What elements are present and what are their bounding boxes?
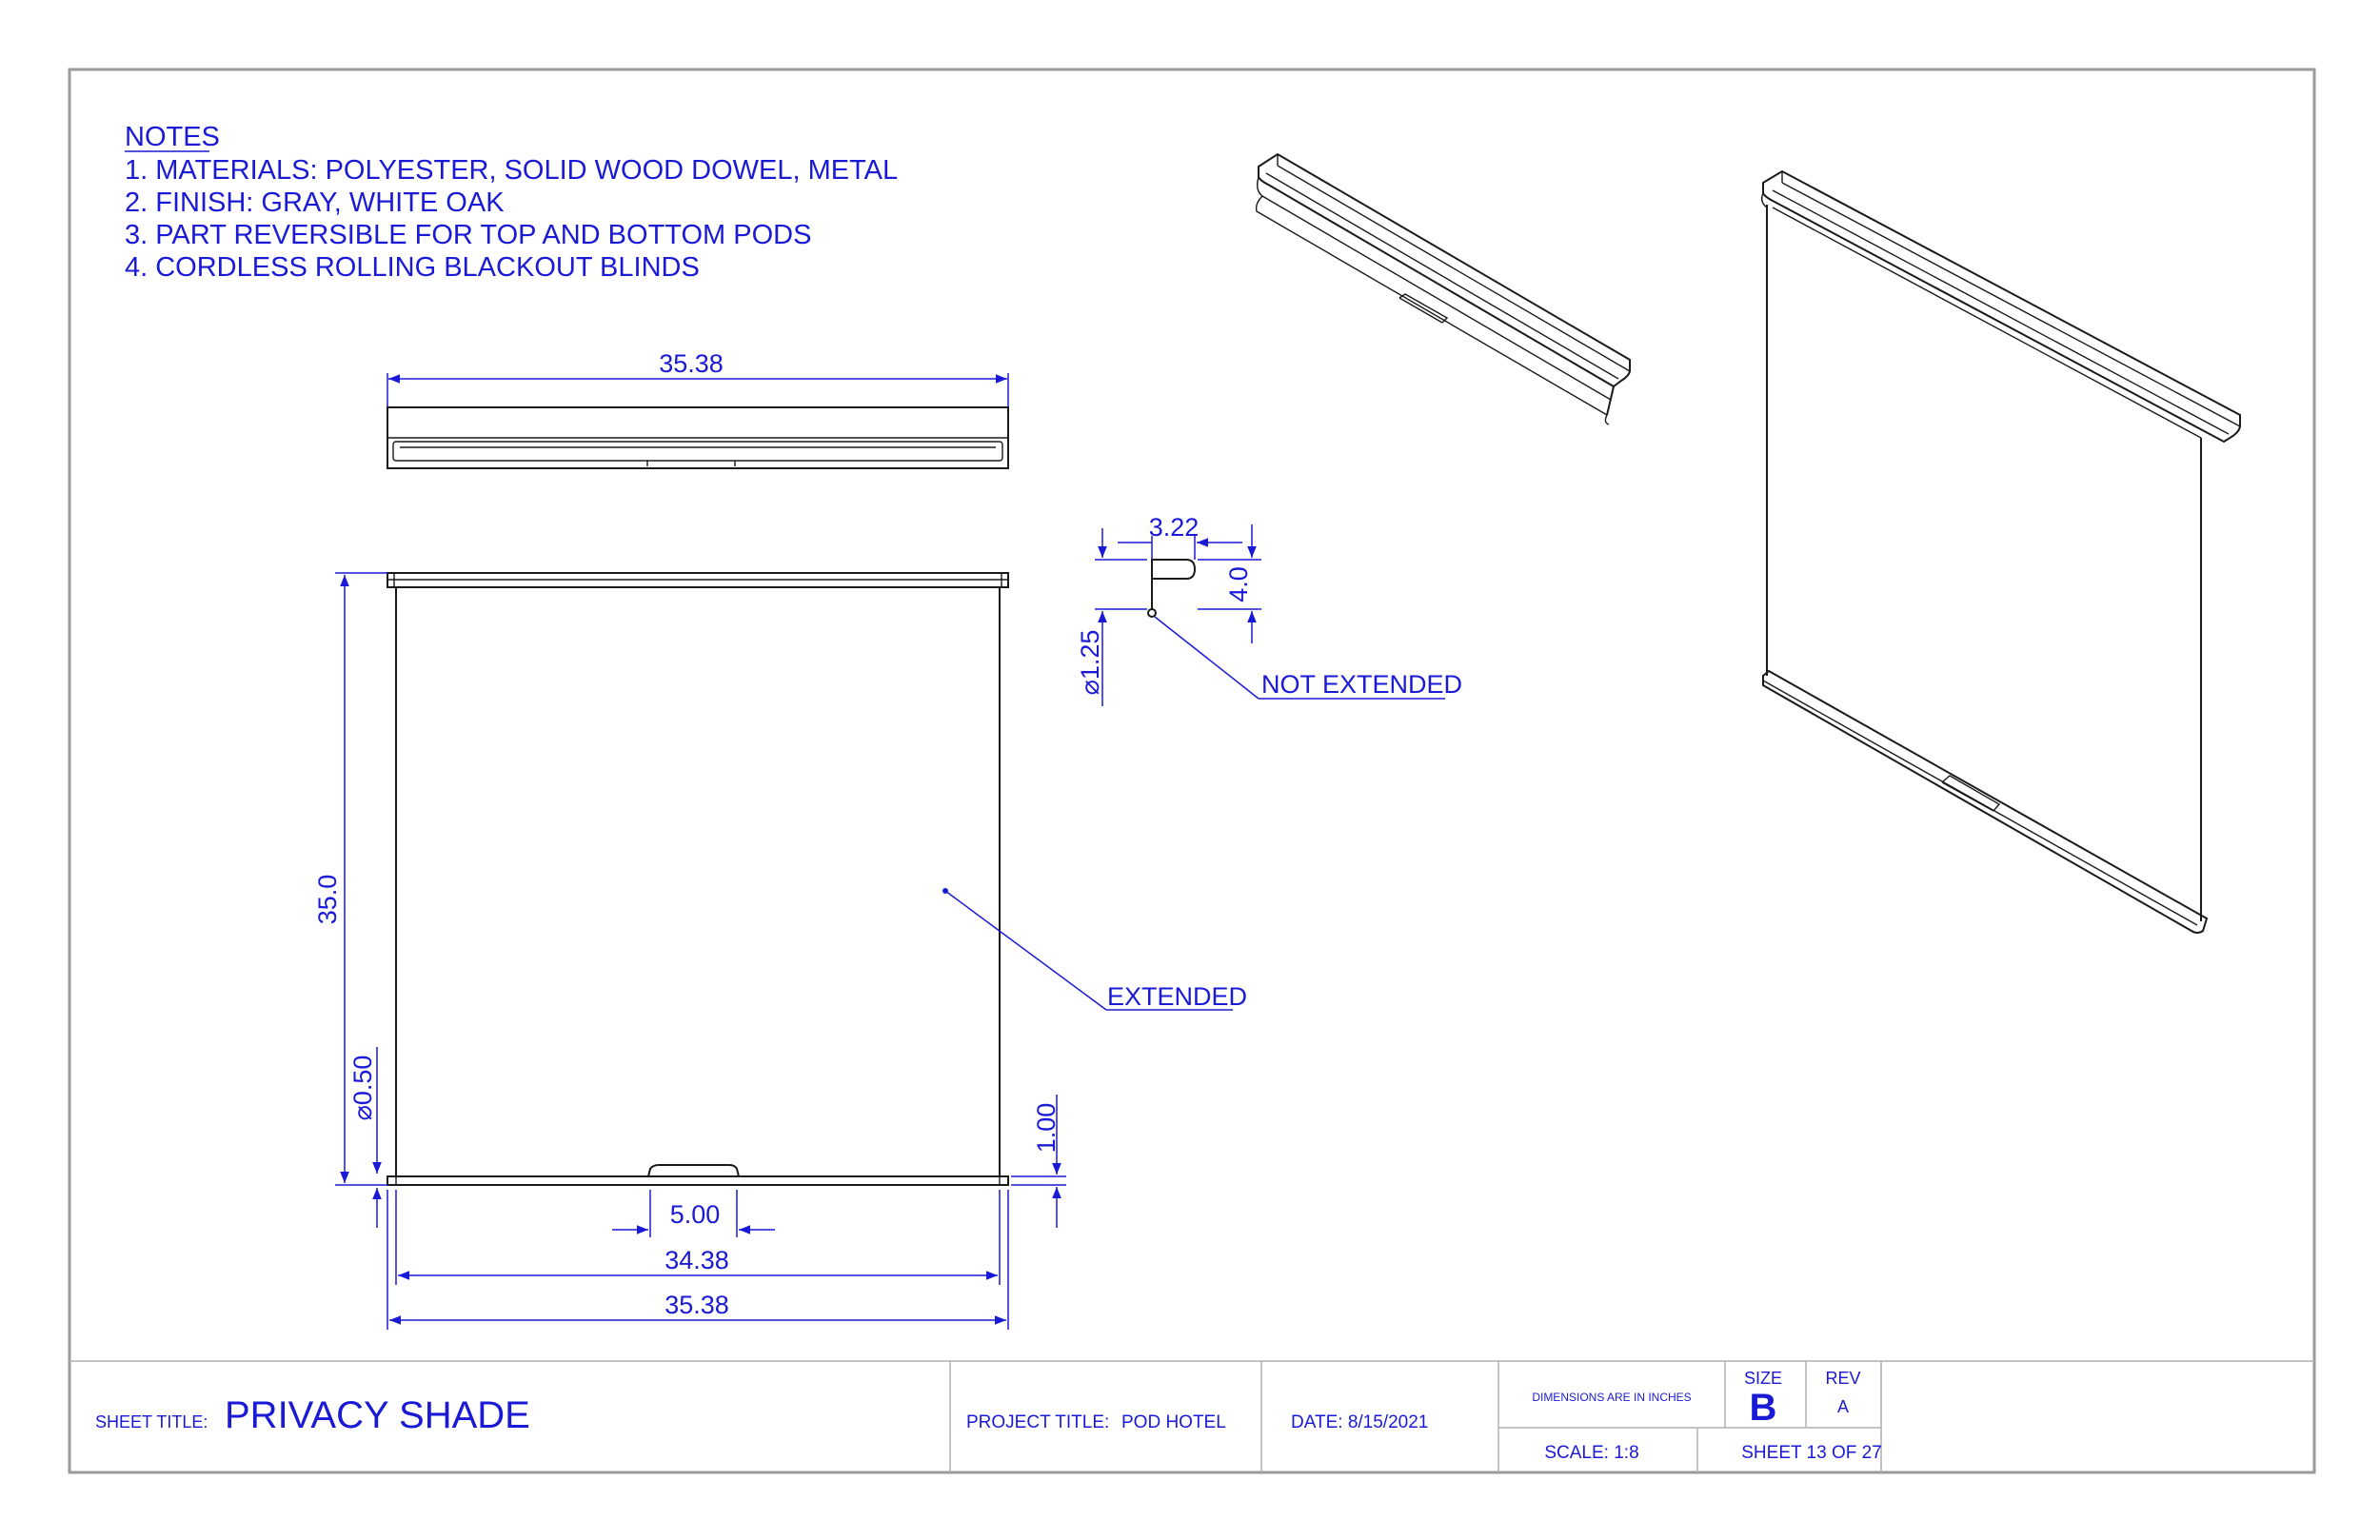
iso-extended-handle [1941, 775, 2001, 812]
note-item: 3. PART REVERSIBLE FOR TOP AND BOTTOM PO… [125, 220, 811, 250]
height-label: 35.0 [313, 875, 342, 925]
sheet-title: PRIVACY SHADE [225, 1394, 530, 1436]
iso-retracted-handle [1398, 293, 1449, 324]
iso-view-extended [1760, 169, 2241, 934]
notes-heading: NOTES [125, 122, 220, 152]
sheet-border [68, 68, 2316, 1474]
sheet-title-label: SHEET TITLE: [95, 1412, 208, 1431]
top-view: 35.38 [387, 349, 1009, 469]
inner-width-label: 34.38 [664, 1246, 729, 1274]
notes-block: NOTES 1. MATERIALS: POLYESTER, SOLID WOO… [125, 122, 898, 283]
iso-bottom-dowel [1762, 669, 2209, 934]
note-item: 4. CORDLESS ROLLING BLACKOUT BLINDS [125, 252, 700, 283]
bottom-offset-label: 1.00 [1032, 1103, 1061, 1154]
scale-value: SCALE: 1:8 [1544, 1443, 1638, 1463]
detail-height-label: 4.0 [1224, 566, 1253, 602]
units-note: DIMENSIONS ARE IN INCHES [1532, 1391, 1691, 1404]
title-block: SHEET TITLE: PRIVACY SHADE PROJECT TITLE… [69, 1360, 2314, 1472]
bottom-dowel [387, 1175, 1009, 1186]
note-item: 2. FINISH: GRAY, WHITE OAK [125, 188, 505, 218]
project-title: POD HOTEL [1121, 1412, 1226, 1432]
rev-label: REV [1825, 1369, 1860, 1388]
sheet-number: SHEET 13 OF 27 [1741, 1443, 1882, 1463]
outer-width-label: 35.38 [664, 1291, 729, 1319]
rev-value: A [1837, 1397, 1849, 1416]
detail-profile [1151, 559, 1197, 580]
not-extended-callout: NOT EXTENDED [1261, 670, 1462, 699]
detail-diameter-label: ⌀1.25 [1076, 630, 1104, 696]
dowel-diameter-label: ⌀0.50 [348, 1056, 377, 1121]
drawing-date: DATE: 8/15/2021 [1291, 1412, 1428, 1432]
top-width-label: 35.38 [659, 349, 724, 378]
detail-width-label: 3.22 [1149, 513, 1200, 542]
handle-width-label: 5.00 [670, 1200, 721, 1229]
note-item: 1. MATERIALS: POLYESTER, SOLID WOOD DOWE… [125, 155, 898, 186]
iso-retracted-housing [1258, 152, 1631, 388]
extended-callout: EXTENDED [1107, 982, 1247, 1011]
iso-view-retracted [1255, 152, 1631, 425]
pull-handle [647, 1164, 740, 1177]
size-label: SIZE [1744, 1369, 1782, 1388]
project-title-label: PROJECT TITLE: [966, 1412, 1109, 1432]
size-value: B [1750, 1387, 1777, 1429]
iso-extended-housing [1762, 169, 2241, 444]
section-detail: 3.22 4.0 ⌀1.25 NOT EXTENDED [1076, 513, 1462, 706]
front-view: 35.0 ⌀0.50 1.00 5.00 34.38 35.38 EXTENDE… [313, 572, 1247, 1330]
